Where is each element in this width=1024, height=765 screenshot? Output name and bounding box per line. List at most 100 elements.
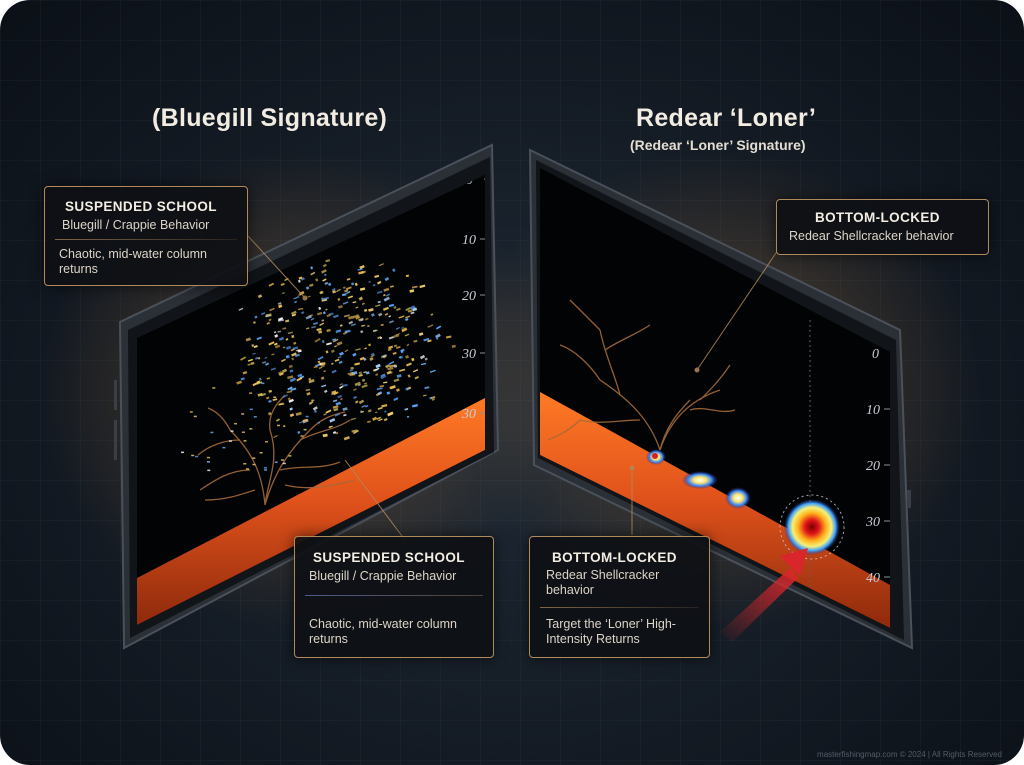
- fish-mark: [325, 409, 332, 414]
- fish-mark: [401, 327, 408, 333]
- fish-mark: [354, 362, 361, 366]
- fish-mark: [278, 336, 285, 341]
- fish-mark: [316, 328, 322, 332]
- fish-mark: [358, 373, 363, 377]
- fish-mark: [374, 274, 380, 279]
- fish-mark: [277, 317, 284, 321]
- fish-mark: [399, 368, 406, 372]
- fish-mark: [375, 304, 381, 307]
- fish-mark: [298, 279, 301, 283]
- fish-mark: [338, 360, 343, 364]
- fish-mark: [309, 400, 314, 405]
- fish-mark: [341, 383, 348, 387]
- fish-mark: [266, 321, 270, 325]
- fish-mark: [368, 343, 371, 347]
- fish-mark: [358, 371, 363, 375]
- fish-mark: [320, 362, 326, 366]
- fish-mark: [363, 357, 367, 361]
- fish-mark: [418, 332, 424, 336]
- fish-mark: [305, 286, 310, 290]
- fish-mark: [410, 311, 415, 315]
- fish-mark: [405, 274, 410, 278]
- fish-mark: [350, 282, 355, 286]
- fish-mark: [257, 381, 263, 385]
- fish-mark: [322, 311, 326, 315]
- callout-description: Chaotic, mid-water column returns: [59, 247, 207, 276]
- fish-mark: [410, 305, 416, 310]
- fish-mark: [354, 400, 359, 404]
- fish-mark: [258, 377, 262, 381]
- fish-mark: [389, 364, 395, 368]
- fish-mark: [286, 390, 293, 394]
- fish-mark: [392, 351, 397, 355]
- fish-mark: [320, 290, 324, 294]
- fish-mark: [423, 337, 430, 342]
- fish-mark: [282, 346, 286, 349]
- fish-mark: [291, 335, 295, 339]
- fish-mark: [321, 269, 327, 274]
- right-title: Redear ‘Loner’: [636, 104, 817, 132]
- fish-mark: [252, 457, 256, 459]
- fish-mark: [277, 319, 284, 322]
- fish-mark: [424, 357, 428, 361]
- fish-mark: [247, 358, 254, 362]
- fish-mark: [329, 418, 336, 423]
- fish-mark: [395, 326, 400, 330]
- fish-mark: [398, 315, 405, 319]
- fish-mark: [310, 317, 315, 321]
- fish-mark: [285, 355, 290, 359]
- fish-mark: [339, 351, 344, 356]
- fish-mark: [355, 348, 361, 351]
- fish-mark: [335, 288, 342, 293]
- fish-mark: [376, 290, 383, 294]
- fish-mark: [347, 372, 353, 375]
- fish-mark: [256, 380, 261, 384]
- fish-mark: [305, 388, 311, 392]
- fish-mark: [343, 413, 347, 417]
- fish-mark: [377, 280, 382, 285]
- fish-mark: [328, 425, 332, 429]
- callout-description: Target the ‘Loner’ High-Intensity Return…: [546, 617, 676, 646]
- fish-mark: [245, 337, 252, 342]
- fish-mark: [240, 356, 247, 361]
- fish-mark: [333, 391, 339, 396]
- fish-mark: [388, 345, 394, 349]
- fish-mark: [264, 356, 268, 360]
- fish-mark: [234, 422, 237, 425]
- fish-mark: [379, 384, 385, 388]
- fish-mark: [361, 384, 368, 389]
- fish-mark: [249, 428, 253, 430]
- callout-suspended-school-top: SUSPENDED SCHOOL Bluegill / Crappie Beha…: [44, 186, 248, 286]
- fish-mark: [361, 404, 366, 408]
- fish-mark: [326, 342, 332, 346]
- fish-mark: [357, 268, 363, 271]
- fish-mark: [412, 369, 419, 373]
- leader-lines: [247, 235, 779, 541]
- fish-mark: [349, 368, 354, 372]
- fish-mark: [332, 405, 339, 409]
- fish-mark: [278, 372, 284, 377]
- depth-label: 10: [866, 403, 880, 418]
- fish-mark: [376, 416, 382, 421]
- fish-mark: [280, 459, 284, 461]
- fish-mark: [322, 278, 327, 282]
- fish-mark: [431, 398, 435, 401]
- fish-mark: [383, 410, 387, 413]
- fish-mark: [294, 300, 298, 304]
- fish-mark: [287, 386, 293, 391]
- depth-label: 40: [866, 571, 880, 586]
- left-brush-pile: [197, 394, 356, 506]
- fish-mark: [301, 311, 305, 315]
- fish-mark: [377, 406, 383, 410]
- fish-mark: [354, 381, 361, 387]
- fish-mark: [337, 394, 343, 399]
- fish-mark: [280, 358, 286, 363]
- fish-mark: [360, 270, 367, 275]
- fish-mark: [382, 306, 389, 311]
- fish-mark: [310, 271, 316, 276]
- fish-mark: [378, 312, 383, 317]
- fish-mark: [345, 286, 352, 291]
- fish-mark: [305, 327, 310, 330]
